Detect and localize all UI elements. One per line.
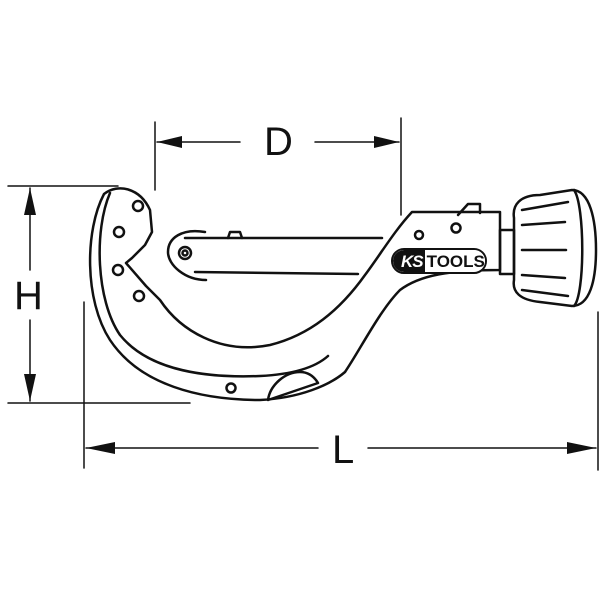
logo-tools: TOOLS (424, 250, 485, 272)
cutter-slider (166, 229, 384, 282)
dimension-label-d: D (260, 122, 297, 162)
dimension-label-h: H (10, 276, 47, 316)
logo-ks: KS (393, 250, 425, 272)
dimension-d-lines (154, 117, 402, 216)
dimension-label-l: L (328, 430, 359, 470)
feed-knob (498, 188, 598, 308)
cutter-frame (88, 187, 502, 402)
dimension-h-lines (7, 185, 191, 404)
ks-tools-logo: KS TOOLS (391, 248, 487, 274)
dimension-l-lines (83, 301, 599, 471)
